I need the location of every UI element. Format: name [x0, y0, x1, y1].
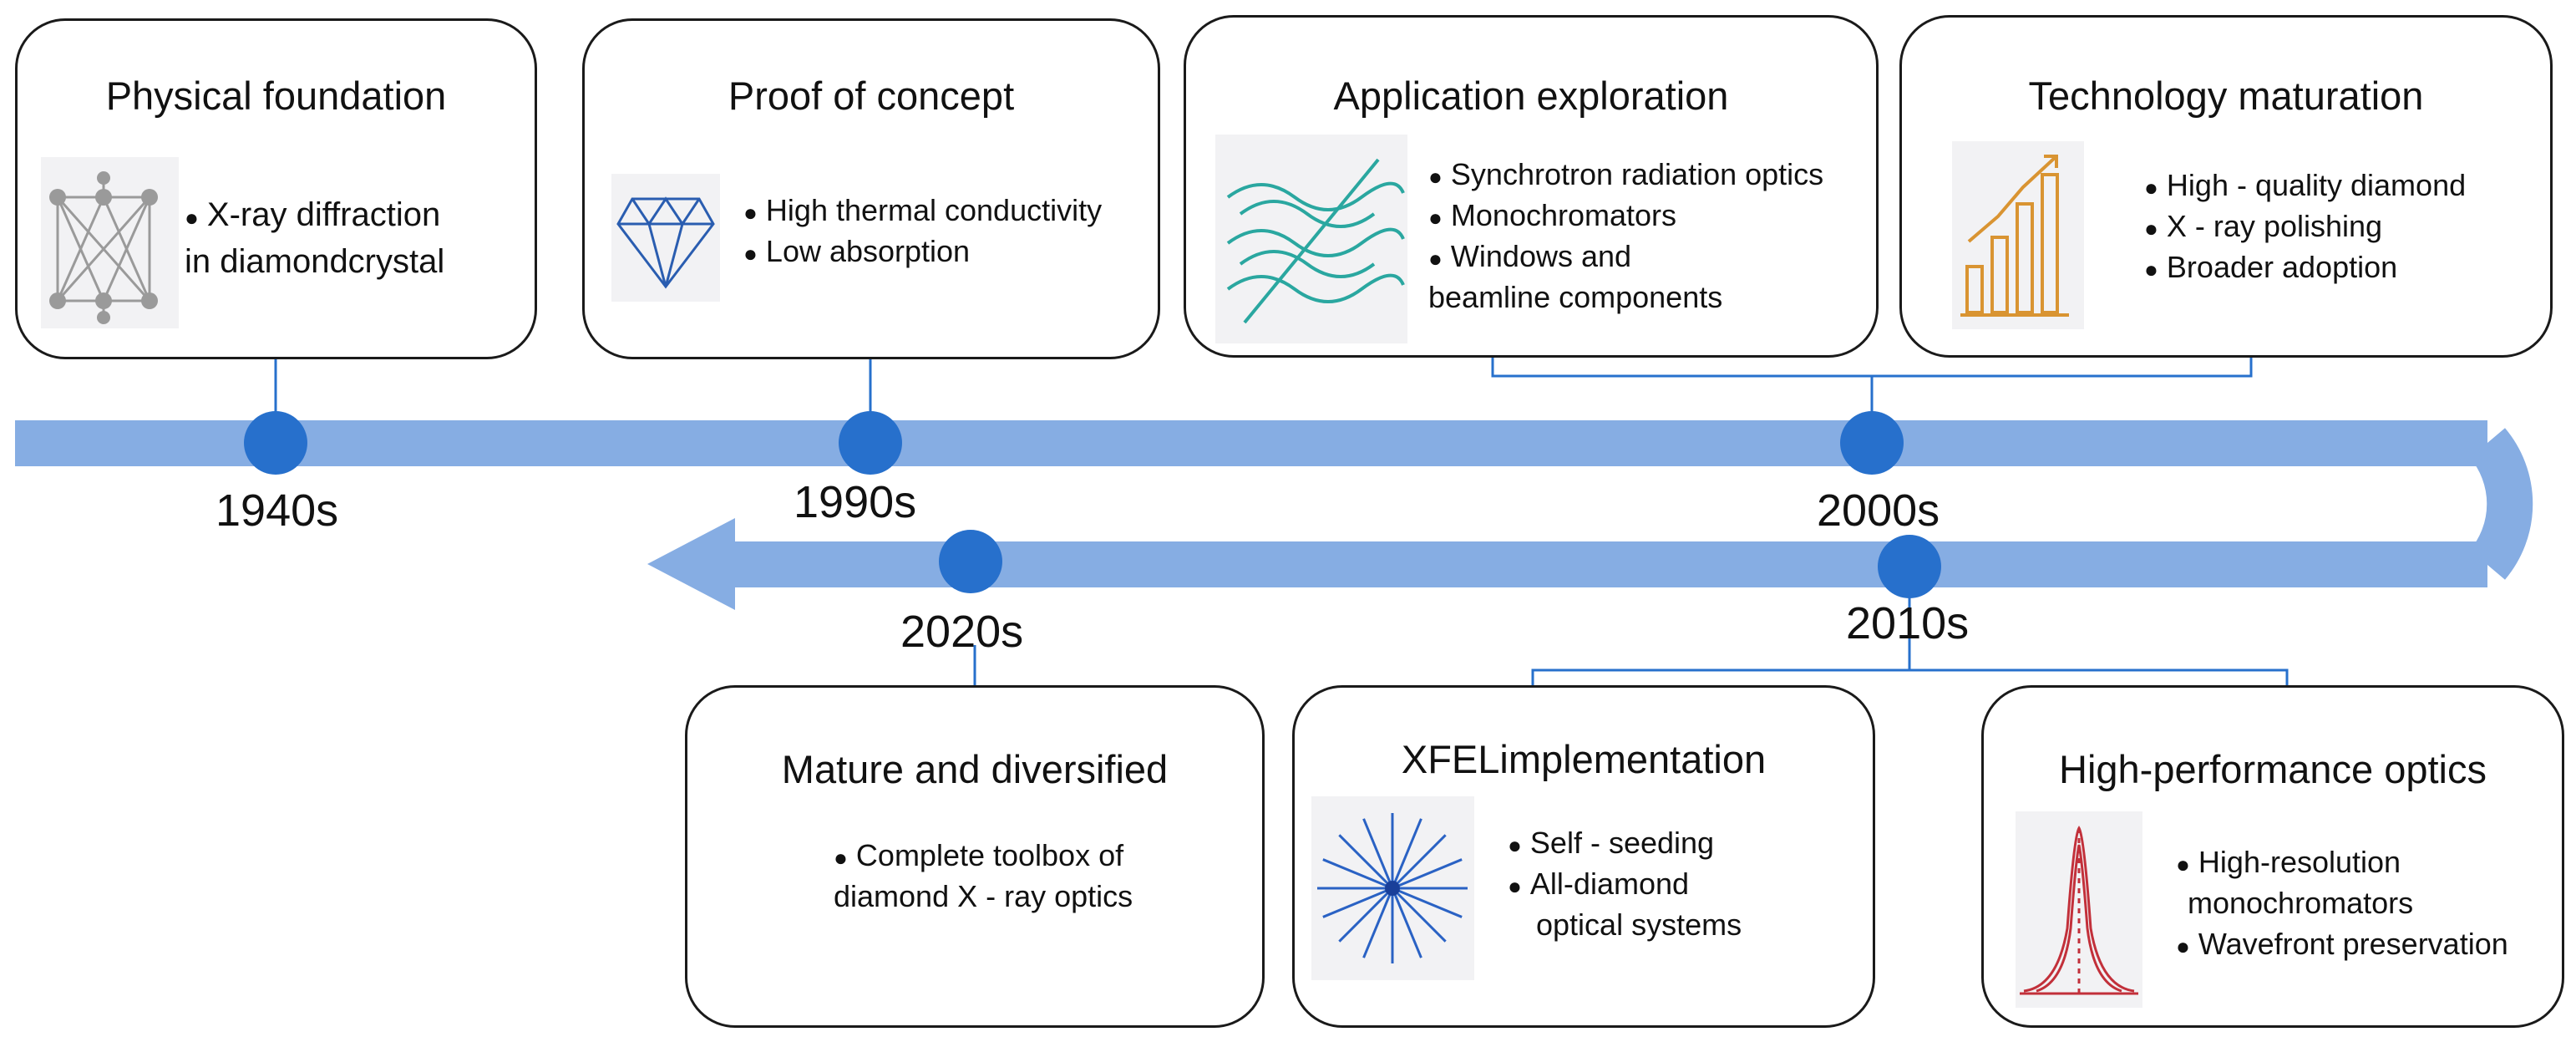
card-mature-and-diversified: Mature and diversified Complete toolbox … — [685, 685, 1265, 1028]
list-item: X - ray polishing — [2144, 207, 2466, 248]
starburst-ray — [1362, 887, 1394, 958]
list-item: Windows and — [1428, 237, 1823, 278]
card-xfel-implementation: XFELimplementation Self - seeding All-di… — [1292, 685, 1875, 1028]
starburst-center — [1385, 881, 1400, 896]
list-item: All-diamond — [1508, 865, 1742, 906]
list-item: in diamondcrystal — [185, 243, 445, 280]
bullet-list: High thermal conductivity Low absorption — [743, 191, 1102, 273]
node-1990s[interactable] — [839, 411, 902, 475]
timeline-arrow-head — [647, 518, 735, 610]
list-item: High - quality diamond — [2144, 166, 2466, 207]
timeline-band-turn — [2469, 428, 2533, 580]
card-title: Proof of concept — [728, 74, 1015, 118]
list-item: beamline components — [1428, 280, 1723, 314]
list-item: Self - seeding — [1508, 824, 1742, 865]
wave-lines-icon — [1215, 135, 1407, 343]
list-item: High thermal conductivity — [743, 191, 1102, 232]
bullet-list: Complete toolbox of diamond X - ray opti… — [834, 836, 1133, 918]
bullet-list: High - quality diamond X - ray polishing… — [2144, 166, 2466, 289]
list-item: optical systems — [1536, 907, 1742, 942]
starburst-ray — [1391, 887, 1422, 958]
card-title: Application exploration — [1333, 74, 1729, 118]
list-item: Wavefront preservation — [2176, 925, 2508, 966]
bullet-list: Self - seeding All-diamond optical syste… — [1508, 824, 1742, 947]
year-label-2000s: 2000s — [1817, 485, 1940, 536]
year-label-1990s: 1990s — [794, 477, 917, 527]
card-high-performance-optics: High-performance optics High-resolution … — [1981, 685, 2564, 1028]
list-item: High-resolution — [2176, 843, 2508, 884]
card-title: XFELimplementation — [1401, 737, 1767, 781]
list-item: diamond X - ray optics — [834, 879, 1133, 913]
bullet-list: High-resolution monochromators Wavefront… — [2176, 843, 2508, 966]
starburst-icon — [1311, 796, 1474, 980]
starburst-ray — [1392, 858, 1463, 890]
starburst-ray — [1322, 858, 1393, 890]
node-2020s[interactable] — [939, 530, 1002, 593]
list-item: Synchrotron radiation optics — [1428, 155, 1823, 196]
card-proof-of-concept: Proof of concept High thermal conductivi… — [582, 18, 1160, 359]
year-label-1940s: 1940s — [216, 485, 339, 536]
diamond-icon — [611, 174, 720, 302]
year-label-2010s: 2010s — [1846, 598, 1970, 648]
timeline-band-upper — [15, 420, 2487, 466]
growth-bar-chart-icon — [1952, 141, 2084, 329]
year-label-2020s: 2020s — [900, 607, 1024, 657]
bullet-list: X-ray diffraction in diamondcrystal — [185, 193, 444, 287]
card-technology-maturation: Technology maturation High - quality dia… — [1899, 15, 2553, 358]
starburst-ray — [1391, 818, 1422, 889]
starburst-ray — [1362, 818, 1394, 889]
list-item: Low absorption — [743, 232, 1102, 273]
node-2010s[interactable] — [1878, 535, 1941, 598]
starburst-ray — [1391, 834, 1447, 890]
list-item: Broader adoption — [2144, 248, 2466, 289]
bracket-2010s — [1531, 585, 2289, 694]
card-title: Mature and diversified — [781, 747, 1169, 791]
list-item: Monochromators — [1428, 196, 1823, 237]
starburst-ray — [1392, 887, 1463, 918]
starburst-ray — [1338, 887, 1394, 943]
timeline-band-lower — [735, 541, 2487, 587]
card-title: High-performance optics — [2059, 747, 2487, 791]
node-2000s[interactable] — [1840, 411, 1904, 475]
list-item: Complete toolbox of — [834, 836, 1133, 877]
bullet-list: Synchrotron radiation optics Monochromat… — [1428, 155, 1823, 319]
card-application-exploration: Application exploration Synchrotron radi… — [1184, 15, 1879, 358]
card-title: Physical foundation — [105, 74, 447, 118]
card-physical-foundation: Physical foundation X-ray diffraction in… — [15, 18, 537, 359]
starburst-ray — [1322, 887, 1393, 918]
card-title: Technology maturation — [2028, 74, 2424, 118]
crystal-lattice-icon — [41, 157, 179, 328]
starburst-ray — [1338, 834, 1394, 890]
list-item: monochromators — [2188, 886, 2414, 920]
node-1940s[interactable] — [244, 411, 307, 475]
list-item: X-ray diffraction — [185, 193, 444, 240]
starburst-ray — [1391, 887, 1447, 943]
peak-curve-icon — [2016, 811, 2142, 1008]
